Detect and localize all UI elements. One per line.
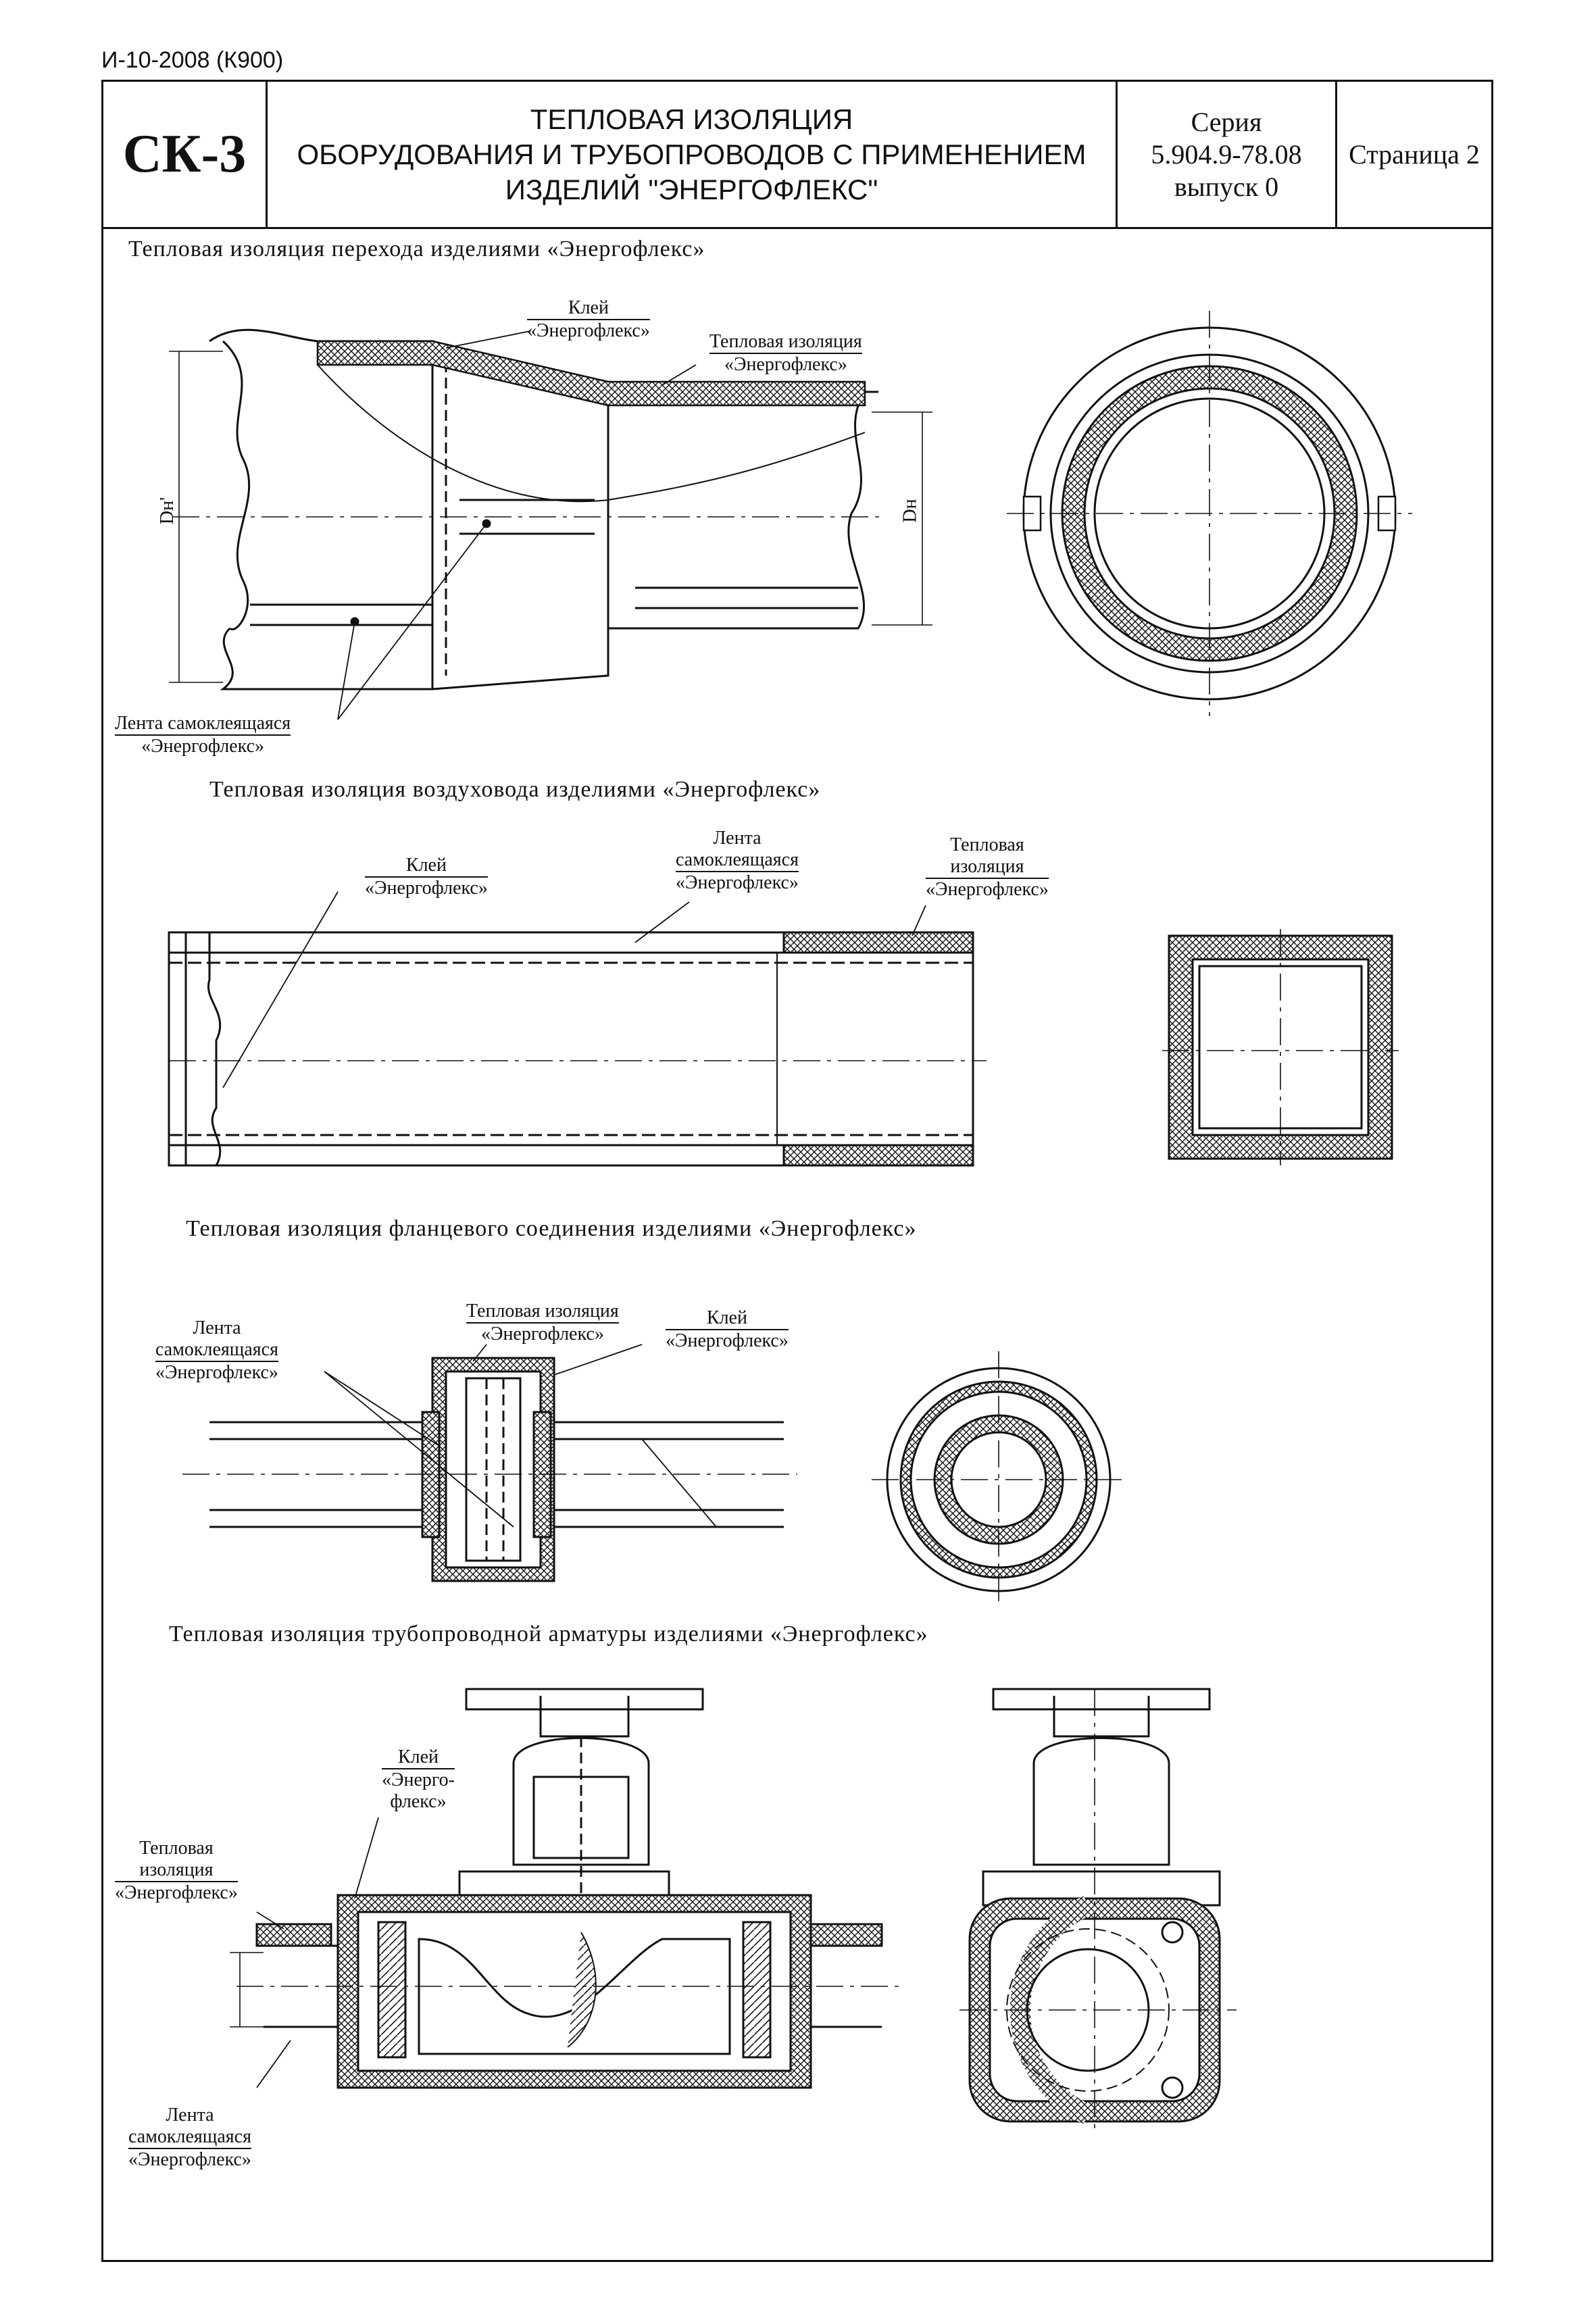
dim-small-diameter: Dн [899,499,921,523]
label-insulation-valve: Тепловая изоляция «Энергофлекс» [115,1838,238,1903]
title-line-3: ИЗДЕЛИЙ "ЭНЕРГОФЛЕКС" [505,173,878,205]
duct-drawing [168,891,1399,1167]
sheet-title: ТЕПЛОВАЯ ИЗОЛЯЦИЯ ОБОРУДОВАНИЯ И ТРУБОПР… [268,82,1118,227]
label-insulation-flange: Тепловая изоляция «Энергофлекс» [466,1301,619,1344]
label-glue-transition: Клей «Энергофлекс» [527,297,650,341]
caption-valve: Тепловая изоляция трубопроводной арматур… [169,1621,928,1646]
series-number: 5.904.9-78.08 [1151,139,1302,170]
dim-large-diameter: Dн' [157,497,178,525]
label-tape-duct: Лента самоклеящаяся «Энергофлекс» [676,828,799,893]
title-line-1: ТЕПЛОВАЯ ИЗОЛЯЦИЯ [530,103,853,135]
caption-flange: Тепловая изоляция фланцевого соединения … [186,1216,917,1241]
drawing-frame: СК-3 ТЕПЛОВАЯ ИЗОЛЯЦИЯ ОБОРУДОВАНИЯ И ТР… [101,80,1493,2262]
document-code: И-10-2008 (К900) [101,47,284,73]
title-line-2: ОБОРУДОВАНИЯ И ТРУБОПРОВОДОВ С ПРИМЕНЕНИ… [297,138,1087,170]
caption-duct: Тепловая изоляция воздуховода изделиями … [209,777,821,802]
label-tape-transition: Лента самоклеящаяся «Энергофлекс» [115,713,291,757]
label-tape-flange: Лента самоклеящаяся «Энергофлекс» [155,1317,278,1383]
flange-drawing [182,1344,1128,1608]
label-tape-valve: Лента самоклеящаяся «Энергофлекс» [128,2105,251,2170]
label-insulation-duct: Тепловая изоляция «Энергофлекс» [926,834,1049,900]
label-glue-flange: Клей «Энергофлекс» [666,1307,789,1351]
page-number: Страница 2 [1349,139,1480,170]
transition-drawing [169,311,1412,720]
sheet-code: СК-3 [103,82,268,227]
valve-drawing [230,1688,1237,2135]
label-glue-valve: Клей «Энерго- флекс» [382,1746,455,1812]
series-issue: выпуск 0 [1174,171,1279,202]
series-label: Серия [1191,106,1262,137]
series-block: Серия 5.904.9-78.08 выпуск 0 [1118,82,1337,227]
label-insulation-transition: Тепловая изоляция «Энергофлекс» [709,331,862,375]
caption-transition: Тепловая изоляция перехода изделиями «Эн… [128,236,705,261]
label-glue-duct: Клей «Энергофлекс» [365,855,488,899]
title-block: СК-3 ТЕПЛОВАЯ ИЗОЛЯЦИЯ ОБОРУДОВАНИЯ И ТР… [103,82,1491,229]
